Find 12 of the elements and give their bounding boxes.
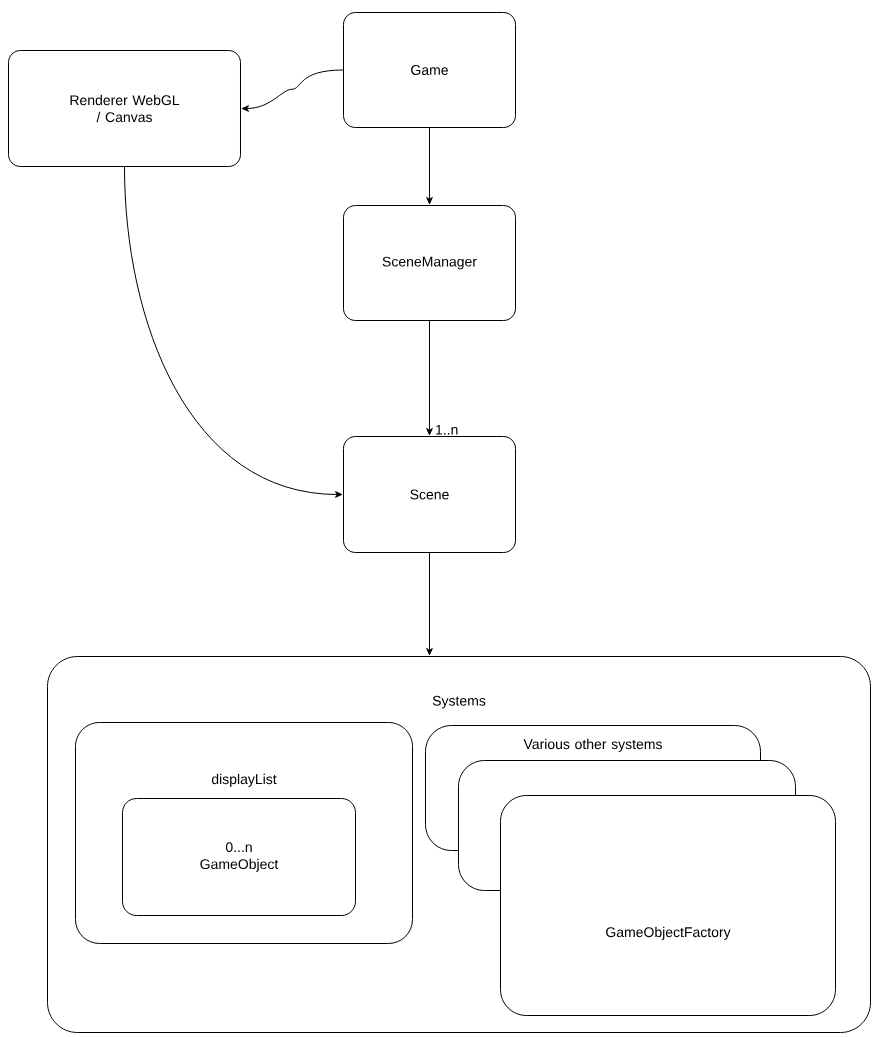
edge-label: 1..n <box>434 423 460 436</box>
arrow <box>124 166 343 498</box>
class-box: Scene <box>343 436 516 553</box>
class-box: GameObjectFactory <box>500 795 836 1016</box>
arrow <box>426 320 433 436</box>
class-box: Renderer WebGL / Canvas <box>8 50 241 167</box>
arrow <box>426 127 433 205</box>
arrow <box>241 69 344 112</box>
class-box: 0...n GameObject <box>122 798 356 916</box>
class-box: Game <box>343 12 516 128</box>
class-box: SceneManager <box>343 205 516 321</box>
arrow <box>426 552 433 656</box>
